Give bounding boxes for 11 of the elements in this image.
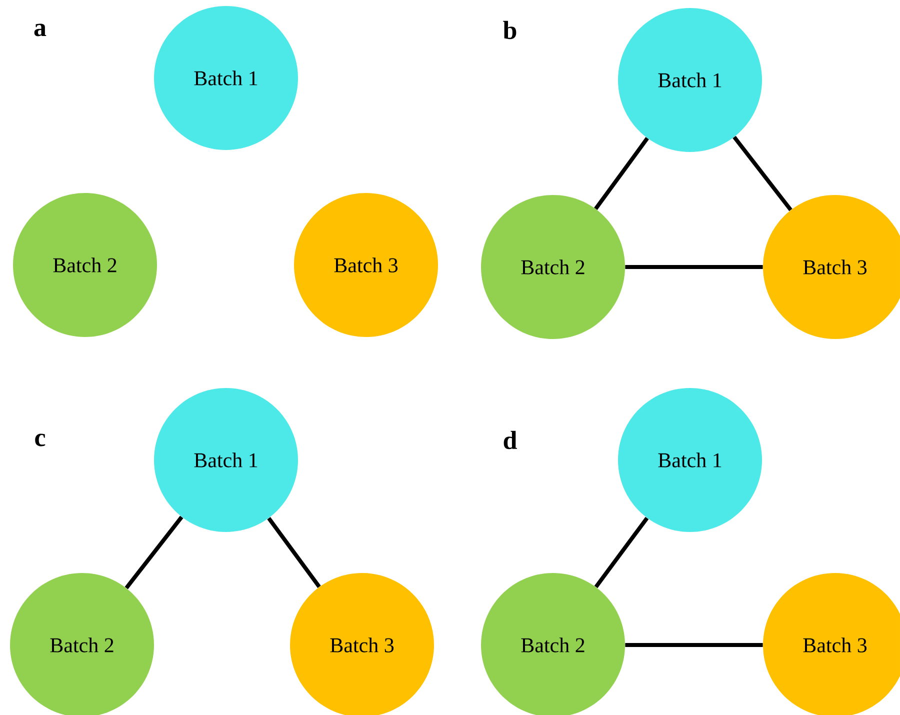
connector-line [594,516,649,588]
connector-line [625,265,763,269]
panel-label: d [504,430,517,450]
panel-label: b [503,20,516,40]
connector-line [594,137,649,210]
panel-label: c [35,434,46,446]
connector-line [124,516,184,590]
connector-line [732,136,792,212]
connector-line [625,643,763,647]
panel-label: a [34,24,46,36]
connector-line [267,516,321,588]
